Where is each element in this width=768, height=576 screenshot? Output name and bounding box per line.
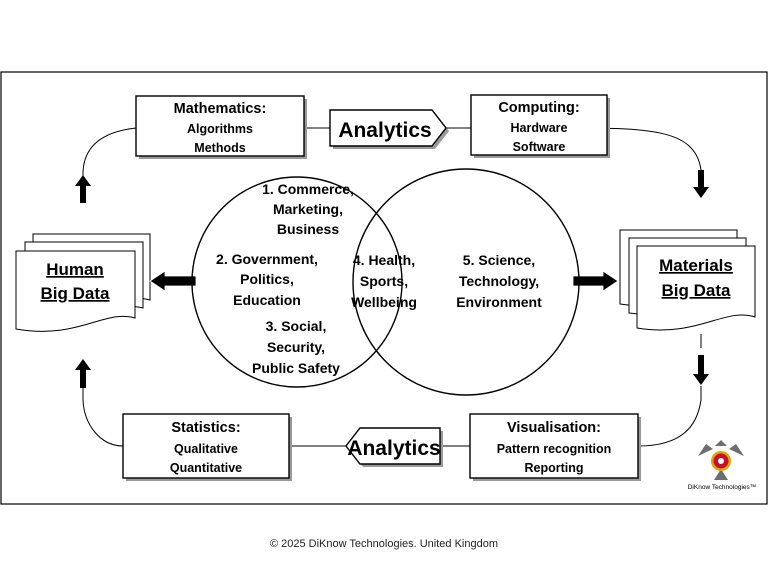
venn-government-line-1: 2. Government, <box>216 251 318 267</box>
arrow-left-thick-icon <box>149 270 197 292</box>
arrow-right-thick-icon <box>572 270 619 292</box>
statistics-box: Statistics: Qualitative Quantitative <box>122 413 292 481</box>
analytics-bottom: Analytics <box>345 427 443 467</box>
venn-commerce-line-2: Marketing, <box>273 201 343 217</box>
statistics-line-2: Quantitative <box>170 461 242 475</box>
venn-science-line-1: 5. Science, <box>463 252 535 268</box>
human-big-data-doc: Human Big Data <box>15 233 151 332</box>
visualisation-box: Visualisation: Pattern recognition Repor… <box>469 413 641 481</box>
venn-commerce-line-1: 1. Commerce, <box>262 181 354 197</box>
statistics-line-1: Qualitative <box>174 442 238 456</box>
visualisation-title: Visualisation: <box>507 420 601 436</box>
venn-government-line-2: Politics, <box>240 271 294 287</box>
materials-doc-line-2: Big Data <box>662 281 732 300</box>
venn-science-line-3: Environment <box>456 294 542 310</box>
venn-government-line-3: Education <box>233 292 301 308</box>
venn-social-line-3: Public Safety <box>252 360 340 376</box>
arrow-up-icon <box>75 175 91 203</box>
computing-box: Computing: Hardware Software <box>470 94 610 158</box>
venn-social-label: 3. Social, Security, Public Safety <box>252 318 340 376</box>
venn-social-line-1: 3. Social, <box>266 318 327 334</box>
venn-government-label: 2. Government, Politics, Education <box>216 251 318 308</box>
human-doc-line-1: Human <box>46 260 104 279</box>
venn-circle-right <box>352 168 580 396</box>
arrow-up-icon <box>75 359 91 388</box>
visualisation-line-2: Reporting <box>524 461 583 475</box>
connector-math-human <box>82 127 137 202</box>
logo-center-icon <box>718 458 724 464</box>
venn-circle-left <box>191 176 403 388</box>
venn-health-line-2: Sports, <box>360 273 408 289</box>
diagram-frame <box>0 71 768 505</box>
mathematics-box: Mathematics: Algorithms Methods <box>135 95 307 159</box>
copyright-text: © 2025 DiKnow Technologies. United Kingd… <box>269 538 499 550</box>
venn-health-line-1: 4. Health, <box>353 252 415 268</box>
mathematics-line-1: Algorithms <box>187 122 253 136</box>
venn-social-line-2: Security, <box>267 339 325 355</box>
venn-science-label: 5. Science, Technology, Environment <box>456 252 542 310</box>
materials-big-data-doc: Materials Big Data <box>619 229 756 331</box>
arrow-down-icon <box>693 170 709 198</box>
venn-commerce-label: 1. Commerce, Marketing, Business <box>262 181 354 237</box>
computing-title: Computing: <box>498 100 579 116</box>
analytics-bottom-label: Analytics <box>347 437 440 460</box>
venn-health-line-3: Wellbeing <box>351 294 417 310</box>
analytics-top: Analytics <box>329 109 449 149</box>
human-doc-line-2: Big Data <box>41 284 111 303</box>
arrow-down-icon <box>693 355 709 385</box>
statistics-title: Statistics: <box>171 420 240 436</box>
venn-commerce-line-3: Business <box>277 221 339 237</box>
materials-doc-line-1: Materials <box>659 256 733 275</box>
visualisation-line-1: Pattern recognition <box>497 442 612 456</box>
analytics-top-label: Analytics <box>338 119 431 142</box>
connector-materials-visualisation <box>637 386 702 447</box>
connector-human-statistics <box>82 388 124 447</box>
venn-science-line-2: Technology, <box>459 273 539 289</box>
mathematics-title: Mathematics: <box>174 101 267 117</box>
diknow-logo: DiKnow Technologies™ <box>688 440 757 491</box>
logo-text: DiKnow Technologies™ <box>688 484 757 491</box>
venn-health-label: 4. Health, Sports, Wellbeing <box>351 252 417 310</box>
computing-line-2: Software <box>513 140 566 154</box>
mathematics-line-2: Methods <box>194 141 245 155</box>
computing-line-1: Hardware <box>511 121 568 135</box>
